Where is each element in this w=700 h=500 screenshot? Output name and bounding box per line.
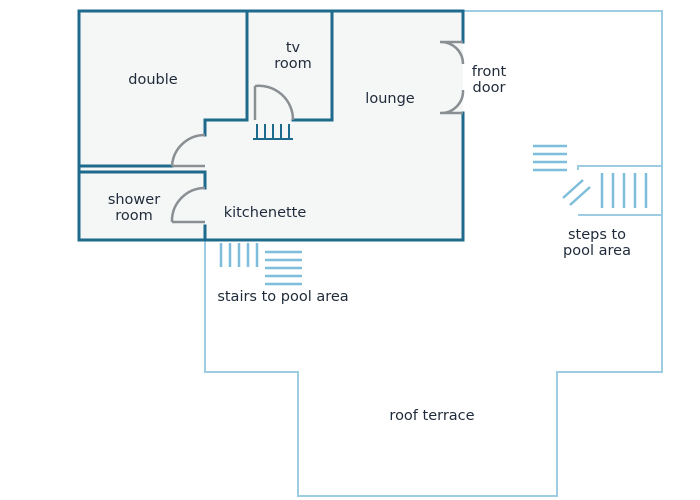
label-steps-to-pool-line2: pool area (563, 243, 631, 259)
label-lounge: lounge (365, 91, 414, 107)
front-door-arc-bottom (439, 89, 465, 115)
label-roof-terrace: roof terrace (389, 408, 474, 424)
steps-to-pool-icon (533, 144, 648, 208)
doors (170, 40, 465, 224)
interior-walls (77, 9, 465, 242)
label-stairs-to-pool: stairs to pool area (217, 289, 348, 305)
label-double: double (128, 72, 177, 88)
roof-terrace-outline (204, 10, 663, 497)
tv-room-door (253, 84, 295, 121)
interior-floor (79, 11, 463, 240)
label-front-door-line2: door (473, 80, 506, 96)
steps-landing-outline (577, 165, 662, 216)
room-labels: double tv room lounge front door shower … (108, 40, 631, 424)
label-front-door-line1: front (472, 64, 507, 80)
label-kitchenette: kitchenette (224, 205, 307, 221)
label-shower-room-line2: room (115, 208, 153, 224)
label-tv-room-line2: room (274, 56, 312, 72)
stairs-to-pool-icon (219, 243, 302, 286)
shower-room-door (170, 186, 206, 224)
double-room-door (170, 133, 206, 168)
label-tv-room-line1: tv (286, 40, 301, 56)
stairs (219, 124, 662, 286)
front-door-arc-top (439, 40, 465, 65)
label-shower-room-line1: shower (108, 192, 160, 208)
label-steps-to-pool-line1: steps to (568, 227, 626, 243)
interior-stair-icon (253, 124, 293, 140)
